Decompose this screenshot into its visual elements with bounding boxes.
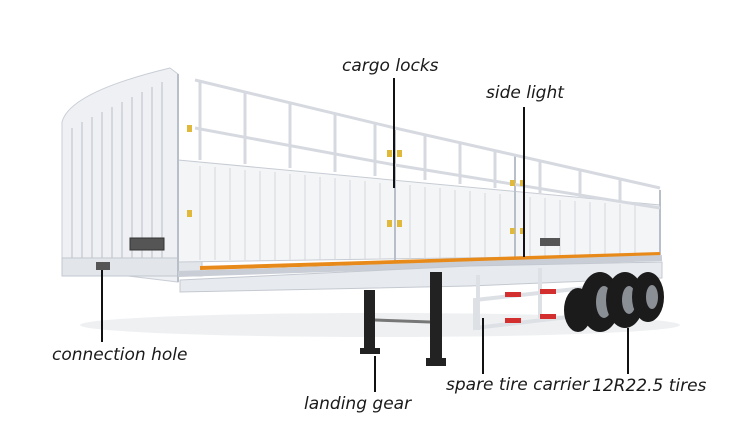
leader-side-light: [523, 107, 525, 257]
cargo-lock-latches: [187, 125, 525, 234]
label-cargo-locks: cargo locks: [342, 56, 439, 76]
leader-connection-hole: [101, 270, 103, 342]
leader-landing-gear: [374, 356, 376, 392]
label-side-light: side light: [486, 83, 564, 103]
nameplate: [129, 237, 165, 251]
front-wall: [61, 67, 203, 283]
leader-spare-tire-carrier: [482, 318, 484, 374]
side-body: [177, 74, 661, 282]
landing-gear-legs: [360, 272, 446, 366]
leader-tires: [627, 328, 629, 374]
label-spare-tire-carrier: spare tire carrier: [446, 375, 590, 395]
ground-shadow: [80, 313, 680, 337]
carrier-reflectors: [505, 289, 556, 323]
label-connection-hole: connection hole: [52, 345, 188, 365]
tire-set: [564, 272, 664, 332]
label-tires: 12R22.5 tires: [592, 376, 707, 396]
leader-cargo-locks: [393, 78, 395, 188]
reflective-stripe: [199, 252, 661, 270]
upper-rail-fence: [194, 78, 661, 210]
label-landing-gear: landing gear: [304, 394, 412, 414]
